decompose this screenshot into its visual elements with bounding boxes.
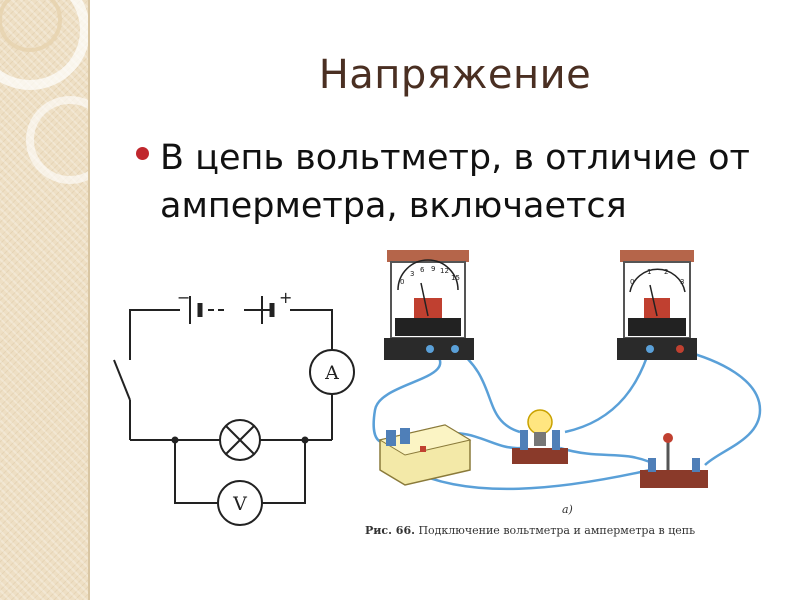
switch-device	[640, 433, 708, 488]
svg-text:12: 12	[440, 267, 449, 275]
svg-text:15: 15	[451, 274, 460, 282]
circuit-figure: − + A V	[90, 248, 800, 600]
band-divider	[88, 0, 90, 600]
svg-text:3: 3	[410, 270, 414, 278]
voltmeter-symbol: V	[217, 480, 263, 526]
subfigure-label: а)	[562, 503, 573, 516]
decorative-side-band	[0, 0, 90, 600]
figure-caption: Рис. 66. Подключение вольтметра и амперм…	[365, 524, 695, 537]
battery-device	[378, 424, 472, 486]
slide-title: Напряжение	[318, 52, 592, 98]
circuit-schematic	[113, 296, 333, 504]
junction-dot	[301, 436, 309, 444]
lamp-device	[512, 409, 568, 464]
decorative-circles	[0, 0, 90, 184]
ammeter-symbol: A	[309, 349, 355, 395]
voltmeter-scale: 0 3 6 9 12 15	[400, 265, 460, 286]
ammeter-label: A	[324, 362, 339, 384]
svg-text:0: 0	[630, 278, 634, 286]
svg-text:6: 6	[420, 266, 425, 274]
plus-sign: +	[279, 288, 292, 307]
connecting-wires	[372, 346, 762, 491]
voltmeter-device	[384, 250, 474, 360]
minus-sign: −	[177, 288, 190, 307]
svg-text:1: 1	[647, 268, 651, 276]
svg-text:0: 0	[400, 278, 404, 286]
lamp-symbol	[219, 419, 261, 461]
svg-text:2: 2	[664, 268, 668, 276]
voltmeter-label: V	[232, 493, 247, 515]
bullet-text: В цепь вольтметр, в отличие от амперметр…	[160, 138, 750, 226]
ammeter-scale: 0 1 2 3	[630, 268, 684, 286]
svg-text:9: 9	[431, 265, 435, 273]
caption-number: Рис. 66.	[365, 524, 415, 537]
junction-dot	[171, 436, 179, 444]
circuit-illustration: − + A V	[113, 250, 762, 526]
svg-text:3: 3	[680, 278, 684, 286]
bullet-icon	[136, 147, 149, 160]
ammeter-device	[617, 250, 697, 360]
caption-text: Подключение вольтметра и амперметра в це…	[418, 524, 696, 537]
